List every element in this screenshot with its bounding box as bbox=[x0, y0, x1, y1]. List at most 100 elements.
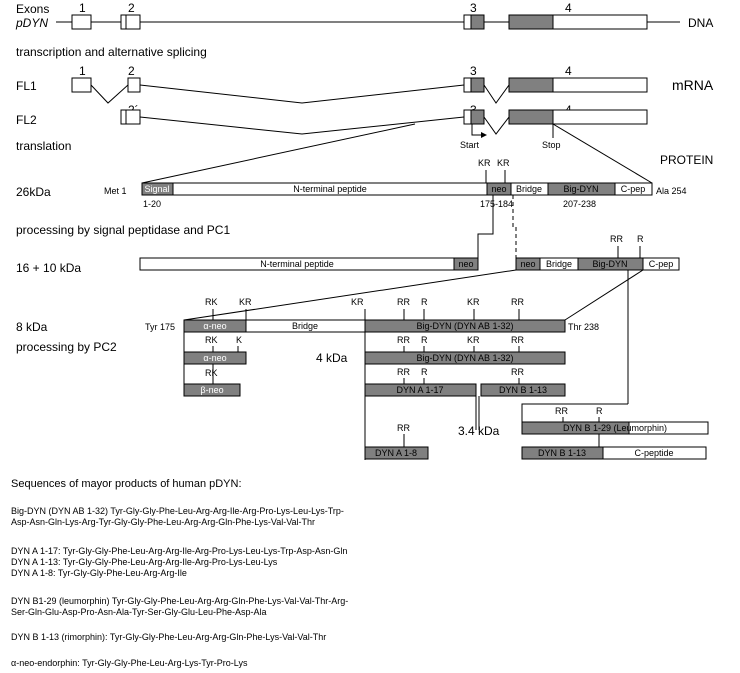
alpha-neo-4kda bbox=[183, 351, 247, 365]
signal-range: 1-20 bbox=[143, 199, 161, 209]
fl2-splice-1 bbox=[139, 116, 465, 135]
step-transcription: transcription and alternative splicing bbox=[16, 45, 207, 59]
exons-label: Exons bbox=[16, 2, 49, 16]
precursor-neo-label: neo bbox=[491, 184, 506, 194]
mass-4kda: 4 kDa bbox=[316, 351, 348, 365]
kr-site-4kda: KR bbox=[467, 335, 480, 345]
beta-neo-label: β-neo bbox=[200, 385, 223, 395]
c-peptide-label: C-peptide bbox=[634, 448, 673, 458]
tyr175-label: Tyr 175 bbox=[145, 322, 175, 332]
neo-range: 175-184 bbox=[480, 199, 513, 209]
seq-dyn-b-1-29-line1: DYN B1-29 (leumorphin) Tyr-Gly-Gly-Phe-L… bbox=[11, 596, 349, 606]
translation-projection-right bbox=[552, 123, 653, 184]
seq-dyn-a-1-17: DYN A 1-17: Tyr-Gly-Gly-Phe-Leu-Arg-Arg-… bbox=[11, 546, 348, 556]
dyn-b-1-29-tail bbox=[628, 421, 709, 435]
pc1-rr-site: RR bbox=[610, 234, 623, 244]
fl1-exon-1 bbox=[71, 77, 92, 93]
fl1-exon-number-3: 3 bbox=[470, 64, 477, 78]
r-site-dyna-row: R bbox=[421, 367, 428, 377]
dna-label: DNA bbox=[688, 16, 713, 30]
pc1-neo-right-label: neo bbox=[520, 259, 535, 269]
dna-exon-3-white bbox=[463, 14, 472, 30]
pc1-projection-left bbox=[183, 269, 517, 321]
leumorphin-connector bbox=[521, 403, 628, 422]
big-dyn-ab-4kda bbox=[364, 351, 566, 365]
seq-dyn-a-1-8: DYN A 1-8: Tyr-Gly-Gly-Phe-Leu-Arg-Arg-I… bbox=[11, 568, 187, 578]
seq-big-dyn-line2: Asp-Asn-Gln-Lys-Arg-Tyr-Gly-Gly-Phe-Leu-… bbox=[11, 517, 316, 527]
precursor-mass: 26kDa bbox=[16, 185, 51, 199]
rr-site-4kda-1: RR bbox=[397, 335, 410, 345]
dyn-a-1-17 bbox=[364, 383, 477, 397]
dyn-b-1-13-bottom-label: DYN B 1-13 bbox=[538, 448, 586, 458]
pc1-projection-right bbox=[564, 269, 644, 321]
protein-label: PROTEIN bbox=[660, 153, 713, 167]
rr-site-leumorphin: RR bbox=[555, 406, 568, 416]
step-translation: translation bbox=[16, 139, 71, 153]
fl2-exon-4-coding bbox=[508, 109, 554, 125]
precursor-big-dyn-label: Big-DYN bbox=[563, 184, 598, 194]
dyn-b-1-29-label: DYN B 1-29 (Leumorphin) bbox=[563, 423, 667, 433]
big-dyn-ab-8kda-label: Big-DYN (DYN AB 1-32) bbox=[416, 321, 513, 331]
sequences-heading: Sequences of mayor products of human pDY… bbox=[11, 478, 242, 490]
seq-big-dyn-line1: Big-DYN (DYN AB 1-32) Tyr-Gly-Gly-Phe-Le… bbox=[11, 506, 344, 516]
fl1-label: FL1 bbox=[16, 79, 37, 93]
fl1-splice-2 bbox=[139, 84, 465, 104]
precursor-bridge-label: Bridge bbox=[516, 184, 542, 194]
precursor-signal-label: Signal bbox=[144, 184, 169, 194]
dyn-a-1-17-label: DYN A 1-17 bbox=[396, 385, 443, 395]
mass-34kda: 3.4 kDa bbox=[458, 424, 500, 438]
alpha-neo-4kda-label: α-neo bbox=[203, 353, 226, 363]
dna-exon-number-3: 3 bbox=[470, 1, 477, 15]
pc1-bridge-label: Bridge bbox=[546, 259, 572, 269]
ala254-label: Ala 254 bbox=[656, 186, 687, 196]
pc1-mass: 16 + 10 kDa bbox=[16, 261, 81, 275]
pc1-neo-left-label: neo bbox=[458, 259, 473, 269]
kr-site-8kda-3: KR bbox=[467, 297, 480, 307]
pc1-big-dyn-label: Big-DYN bbox=[592, 259, 627, 269]
seq-dyn-b-1-29-line2: Ser-Gln-Glu-Asp-Pro-Asn-Ala-Tyr-Ser-Gly-… bbox=[11, 607, 267, 617]
pc1-c-pep bbox=[642, 257, 680, 271]
pc1-n-terminal-label: N-terminal peptide bbox=[260, 259, 334, 269]
fl1-exon-4-coding bbox=[508, 77, 554, 93]
stop-label: Stop bbox=[542, 140, 561, 150]
rk-site-8kda: RK bbox=[205, 297, 218, 307]
kr-site-8kda-1: KR bbox=[239, 297, 252, 307]
big-dyn-ab-8kda bbox=[364, 319, 566, 333]
translation-projection-left bbox=[141, 123, 416, 184]
bridge-8kda-label: Bridge bbox=[292, 321, 318, 331]
mrna-label: mRNA bbox=[672, 77, 714, 93]
fl2-exon-2prime bbox=[120, 109, 141, 125]
rr-site-dyna-row: RR bbox=[397, 367, 410, 377]
start-label: Start bbox=[460, 140, 480, 150]
rr-site-8kda-1: RR bbox=[397, 297, 410, 307]
big-dyn-range: 207-238 bbox=[563, 199, 596, 209]
kr-site-1: KR bbox=[478, 158, 491, 168]
dyn-a-1-8-label: DYN A 1-8 bbox=[375, 448, 417, 458]
fl1-exon-number-4: 4 bbox=[565, 64, 572, 78]
beta-neo bbox=[183, 383, 241, 397]
fl1-splice-1 bbox=[90, 84, 129, 104]
fl1-exon-2 bbox=[127, 77, 141, 93]
big-dyn-ab-4kda-label: Big-DYN (DYN AB 1-32) bbox=[416, 353, 513, 363]
dyn-b-1-13-top-label: DYN B 1-13 bbox=[499, 385, 547, 395]
gene-label: pDYN bbox=[15, 16, 48, 30]
precursor-c-pep bbox=[614, 182, 653, 196]
precursor-n-terminal-label: N-terminal peptide bbox=[293, 184, 367, 194]
alpha-neo-8kda-label: α-neo bbox=[203, 321, 226, 331]
fl2-exon-3-coding bbox=[470, 109, 485, 125]
dna-exon-4-coding bbox=[508, 14, 554, 30]
rr-site-dynb-row: RR bbox=[511, 367, 524, 377]
fl1-splice-3 bbox=[483, 84, 510, 104]
fl2-exon-3-white bbox=[463, 109, 472, 125]
rk-site-beta-neo: RK bbox=[205, 368, 218, 378]
met1-label: Met 1 bbox=[104, 186, 127, 196]
seq-alpha-neo: α-neo-endorphin: Tyr-Gly-Gly-Phe-Leu-Arg… bbox=[11, 658, 248, 668]
start-arrow bbox=[471, 124, 487, 138]
rr-site-4kda-2: RR bbox=[511, 335, 524, 345]
dna-exon-4-utr bbox=[552, 14, 648, 30]
rr-site-dyna18: RR bbox=[397, 423, 410, 433]
rr-site-8kda-2: RR bbox=[511, 297, 524, 307]
fl1-exon-3-white bbox=[463, 77, 472, 93]
fl1-exon-4-utr bbox=[552, 77, 648, 93]
